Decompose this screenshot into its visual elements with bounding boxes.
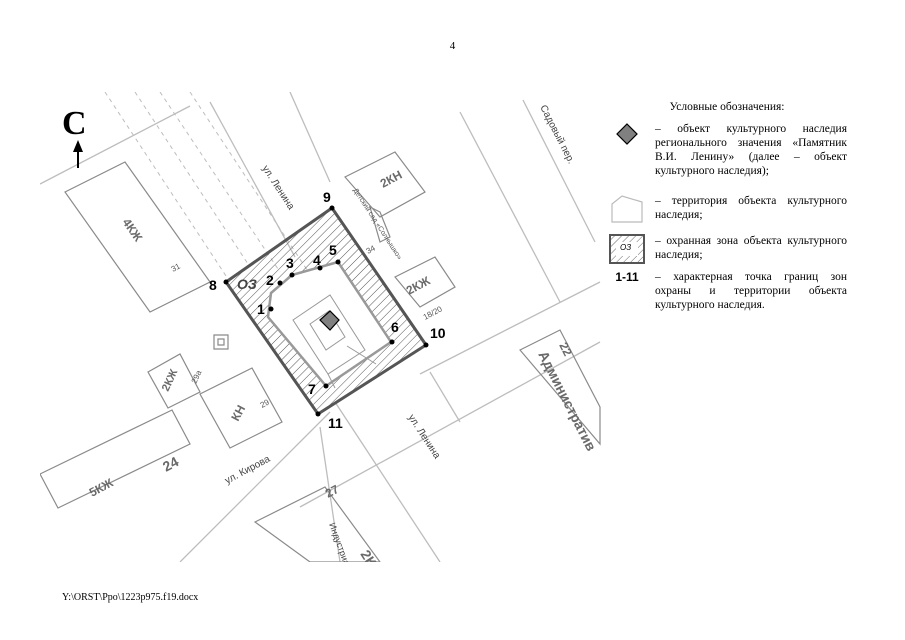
legend-title: Условные обозначения: [669, 101, 785, 113]
legend-item-territory: – территория объекта культурного наследи… [607, 194, 847, 234]
footer-file-path: Y:\ORST\Ppo\1223p975.f19.docx [62, 592, 199, 603]
north-arrow: С [62, 105, 87, 168]
north-letter: С [62, 105, 87, 142]
point-4-label: 4 [313, 252, 321, 268]
point-3-label: 3 [286, 255, 294, 271]
street-label-industrialnaya: Индустриал [327, 521, 354, 562]
point-7-label: 7 [308, 381, 316, 397]
legend-text: – охранная зона объекта культурного насл… [655, 235, 847, 261]
building-number: 24 [160, 453, 181, 475]
legend-item-monument: – объект культурного наследия региональн… [607, 122, 847, 194]
buildings [40, 151, 601, 562]
street-label-sadovy: Садовый пер. [537, 103, 576, 165]
street-label-administrativnaya: Административ [535, 348, 599, 454]
building-number: 18/20 [422, 304, 444, 322]
building-number: 22 [556, 340, 575, 359]
point-8-label: 8 [209, 277, 217, 293]
point-6-label: 6 [391, 319, 399, 335]
legend-territory-icon [607, 194, 647, 226]
street-label-lenina-bottom: ул. Ленина [405, 413, 442, 462]
legend-text: – объект культурного наследия региональн… [655, 123, 847, 177]
legend-item-zone: ОЗ – охранная зона объекта культурного н… [607, 234, 847, 270]
building-label: 2КЖ [404, 274, 433, 298]
building-label: 4КЖ [120, 216, 146, 245]
point-markers [223, 205, 429, 417]
legend-item-points: 1-11 – характерная точка границ зон охра… [607, 270, 847, 311]
legend-text: – территория объекта культурного наследи… [655, 195, 847, 221]
legend-text: – характерная точка границ зон охраны и … [655, 271, 847, 311]
building-number: 27 [323, 482, 342, 501]
building-label: 5КЖ [87, 476, 116, 500]
building-label: 2К [357, 547, 380, 562]
point-9-label: 9 [323, 189, 331, 205]
point-5-label: 5 [329, 242, 337, 258]
point-10-label: 10 [430, 325, 446, 341]
point-1-label: 1 [257, 301, 265, 317]
legend-diamond-icon [607, 122, 647, 146]
legend-zone-symbol-text: ОЗ [620, 243, 632, 252]
building-number: 31 [170, 261, 183, 273]
zone-label: ОЗ [237, 276, 257, 292]
point-2-label: 2 [266, 272, 274, 288]
street-label-kirova: ул. Кирова [223, 454, 272, 487]
building-label: КН [228, 403, 248, 424]
page-number: 4 [449, 40, 456, 52]
map: 1 2 3 4 5 6 7 8 9 10 11 ОЗ С ул. Ленина … [40, 92, 610, 562]
legend: Условные обозначения: – объект культурно… [607, 100, 847, 311]
point-11-label: 11 [328, 415, 343, 431]
legend-points-symbol: 1-11 [615, 270, 639, 284]
building-number: 29а [190, 368, 204, 384]
building-label: 2КН [378, 168, 405, 191]
building-label: 2КЖ [160, 368, 181, 394]
street-label-lenina-top: ул. Ленина [259, 164, 296, 213]
dashed-lines [104, 92, 316, 283]
monument-diamond-icon [319, 310, 340, 331]
building-number: 34 [365, 243, 378, 255]
